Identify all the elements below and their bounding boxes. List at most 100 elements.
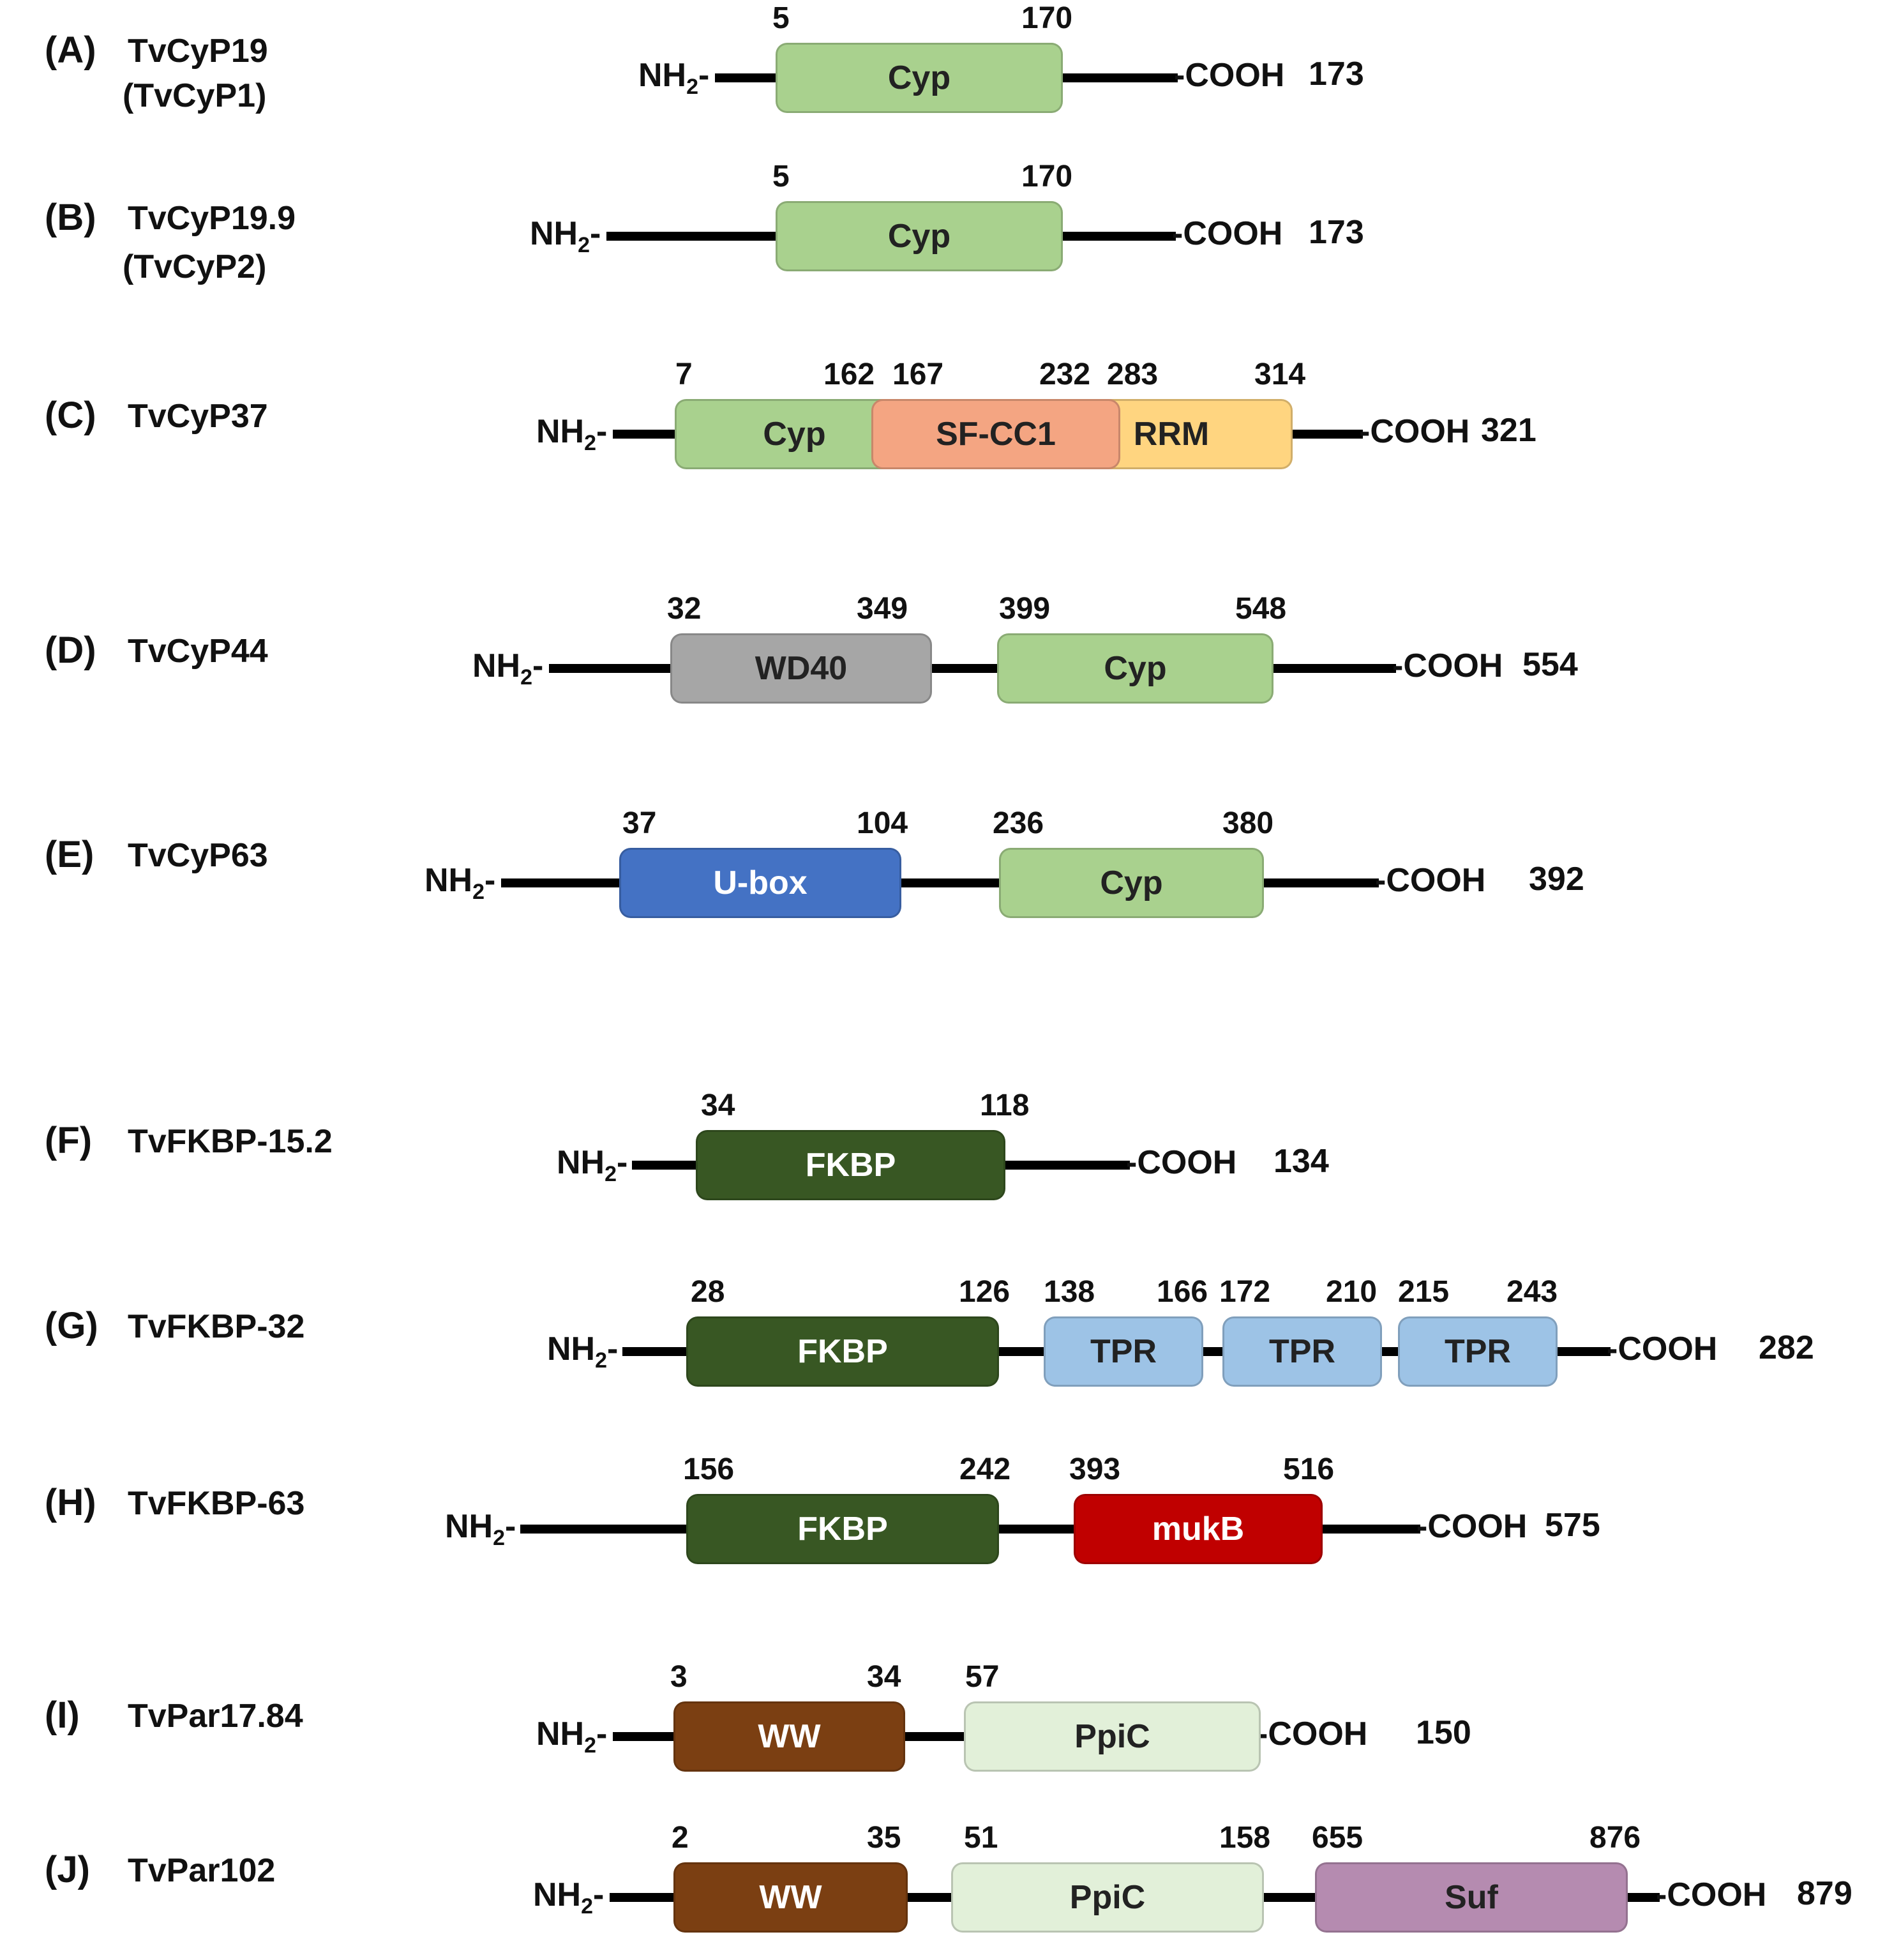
domain-cyp: Cyp (776, 201, 1063, 271)
domain-ppic: PpiC (951, 1862, 1264, 1933)
domain-start-position: 283 (1107, 358, 1159, 391)
protein-alias: (TvCyP2) (123, 248, 267, 285)
domain-start-position: 57 (965, 1660, 1000, 1694)
domain-tpr: TPR (1044, 1316, 1203, 1387)
domain-end-position: 104 (857, 806, 908, 840)
n-terminus-dash: - (505, 1508, 516, 1545)
domain-start-position: 5 (772, 160, 790, 193)
n-terminus-label: NH2- (530, 217, 601, 256)
domain-end-position: 232 (1039, 358, 1091, 391)
domain-start-position: 215 (1398, 1275, 1450, 1309)
domain-tpr: TPR (1222, 1316, 1382, 1387)
domain-start-position: 51 (964, 1821, 998, 1855)
c-terminus-label: -COOH (1359, 413, 1470, 450)
n-terminus-text: NH (536, 413, 585, 450)
n-terminus-label: NH2- (533, 1878, 604, 1917)
n-terminus-text: NH (557, 1144, 605, 1181)
n-terminus-text: NH (530, 215, 578, 252)
protein-length: 575 (1545, 1507, 1600, 1544)
c-terminus-label: -COOH (1392, 647, 1503, 684)
n-terminus-dash: - (532, 647, 544, 684)
n-terminus-subscript: 2 (520, 665, 533, 690)
panel-letter: (J) (45, 1849, 90, 1890)
domain-u-box: U-box (619, 848, 901, 918)
domain-label: SF-CC1 (936, 416, 1056, 453)
c-terminus-label: -COOH (1174, 57, 1285, 94)
domain-start-position: 32 (667, 592, 702, 626)
panel-letter: (C) (45, 395, 96, 436)
n-terminus-dash: - (607, 1331, 619, 1368)
n-terminus-label: NH2- (445, 1510, 516, 1549)
domain-label: U-box (713, 864, 808, 901)
n-terminus-text: NH (424, 862, 473, 899)
domain-cyp: Cyp (999, 848, 1264, 918)
n-terminus-text: NH (472, 647, 521, 684)
protein-name: TvCyP44 (128, 633, 268, 670)
n-terminus-label: NH2- (547, 1332, 618, 1371)
n-terminus-label: NH2- (536, 415, 607, 454)
protein-name: TvPar17.84 (128, 1698, 303, 1735)
domain-sf-cc1: SF-CC1 (871, 399, 1120, 469)
protein-alias: (TvCyP1) (123, 77, 267, 114)
protein-length: 173 (1309, 214, 1364, 251)
c-terminus-label: -COOH (1416, 1508, 1528, 1545)
domain-end-position: 166 (1157, 1275, 1208, 1309)
protein-length: 879 (1797, 1875, 1852, 1912)
c-terminus-label: -COOH (1257, 1715, 1368, 1753)
domain-label: TPR (1269, 1333, 1335, 1370)
n-terminus-text: NH (547, 1331, 596, 1368)
protein-length: 321 (1481, 412, 1536, 449)
domain-tpr: TPR (1398, 1316, 1558, 1387)
domain-label: Cyp (763, 416, 826, 453)
domain-cyp: Cyp (776, 43, 1063, 113)
domain-start-position: 37 (622, 806, 657, 840)
domain-start-position: 167 (892, 358, 944, 391)
protein-length: 554 (1522, 646, 1578, 683)
n-terminus-text: NH (536, 1715, 585, 1753)
domain-end-position: 548 (1235, 592, 1287, 626)
protein-name: TvFKBP-63 (128, 1485, 305, 1522)
protein-name: TvCyP19.9 (128, 200, 296, 237)
n-terminus-label: NH2- (424, 864, 495, 903)
domain-label: WD40 (755, 650, 848, 687)
c-terminus-label: -COOH (1172, 215, 1283, 252)
domain-start-position: 393 (1069, 1452, 1121, 1486)
protein-length: 392 (1529, 861, 1584, 898)
domain-end-position: 516 (1283, 1452, 1335, 1486)
panel-letter: (H) (45, 1482, 96, 1523)
n-terminus-subscript: 2 (581, 1894, 594, 1919)
n-terminus-label: NH2- (472, 649, 543, 688)
protein-name: TvCyP19 (128, 33, 268, 70)
domain-start-position: 34 (701, 1089, 735, 1122)
protein-length: 282 (1759, 1329, 1814, 1366)
domain-start-position: 5 (772, 1, 790, 35)
protein-name: TvCyP63 (128, 837, 268, 874)
c-terminus-label: -COOH (1126, 1144, 1237, 1181)
domain-label: Cyp (1100, 864, 1163, 901)
domain-label: PpiC (1069, 1879, 1146, 1916)
domain-mukb: mukB (1074, 1494, 1323, 1564)
domain-label: FKBP (797, 1511, 888, 1548)
n-terminus-text: NH (445, 1508, 493, 1545)
domain-end-position: 242 (959, 1452, 1011, 1486)
domain-start-position: 236 (993, 806, 1044, 840)
domain-suf: Suf (1315, 1862, 1628, 1933)
domain-label: Cyp (1104, 650, 1167, 687)
domain-end-position: 380 (1222, 806, 1274, 840)
domain-label: Suf (1445, 1879, 1498, 1916)
domain-start-position: 3 (670, 1660, 687, 1694)
domain-ww: WW (673, 1701, 905, 1772)
domain-end-position: 876 (1589, 1821, 1641, 1855)
domain-start-position: 138 (1044, 1275, 1095, 1309)
domain-end-position: 118 (980, 1089, 1030, 1122)
n-terminus-subscript: 2 (578, 233, 590, 257)
domain-label: TPR (1090, 1333, 1157, 1370)
protein-length: 173 (1309, 56, 1364, 93)
n-terminus-subscript: 2 (584, 431, 597, 455)
n-terminus-text: NH (533, 1876, 582, 1913)
n-terminus-subscript: 2 (595, 1348, 608, 1373)
domain-label: PpiC (1074, 1718, 1150, 1755)
domain-wd40: WD40 (670, 633, 932, 704)
domain-label: TPR (1445, 1333, 1511, 1370)
panel-letter: (I) (45, 1694, 80, 1736)
